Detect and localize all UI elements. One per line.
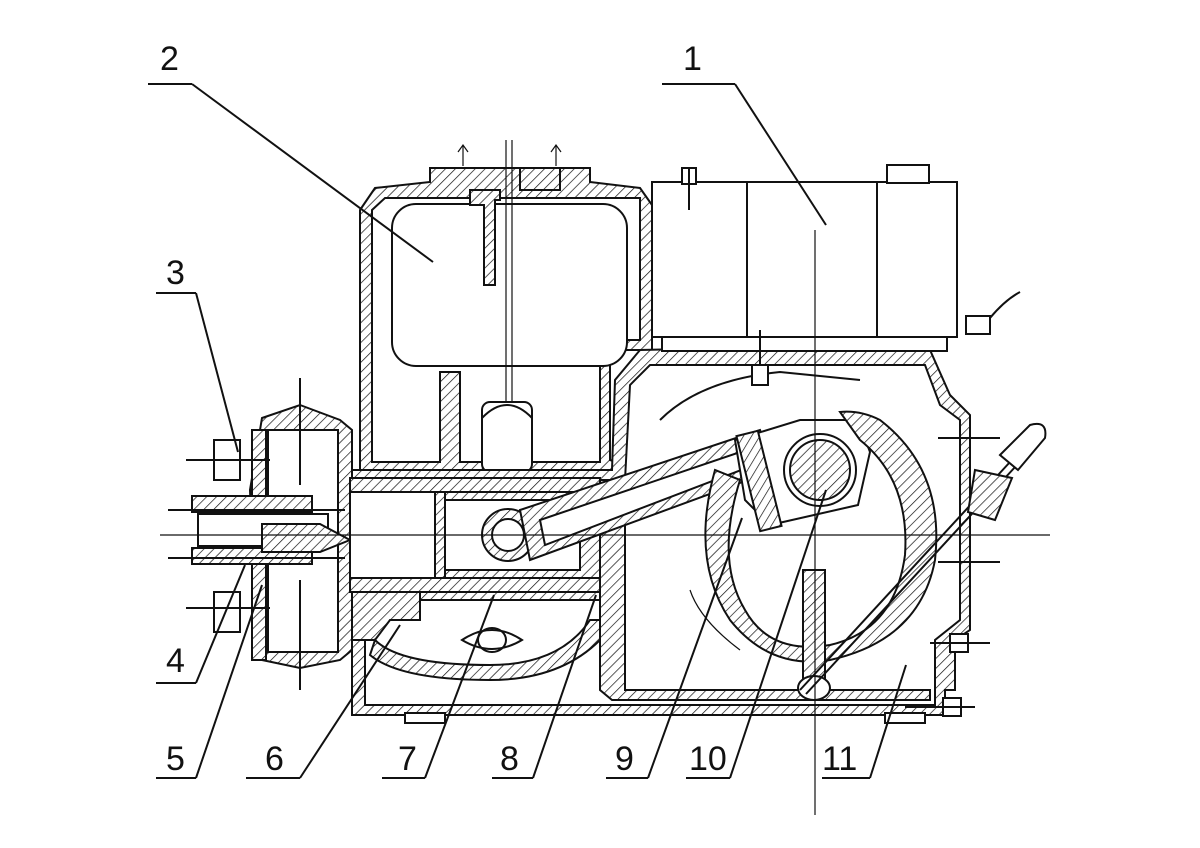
- leader-lines: [148, 83, 907, 779]
- callout-4: 4: [166, 642, 185, 680]
- callout-9: 9: [615, 740, 634, 778]
- callout-2: 2: [160, 40, 179, 78]
- callout-11: 11: [822, 740, 857, 778]
- callout-10: 10: [689, 740, 727, 778]
- callout-6: 6: [265, 740, 284, 778]
- callout-3: 3: [166, 254, 185, 292]
- receiver-chamber: [391, 203, 628, 367]
- receiver-housing: [359, 143, 653, 479]
- callout-1: 1: [683, 40, 702, 78]
- callout-5: 5: [166, 740, 185, 778]
- motor-housing: [651, 164, 1021, 386]
- cylinder-head: [168, 378, 353, 690]
- callout-labels: 1 2 3 4 5 6 7 8 9 10 11: [160, 40, 857, 778]
- oil-dipstick: [799, 422, 1047, 695]
- callout-7: 7: [398, 740, 417, 778]
- crankshaft-counterweight: [659, 370, 938, 701]
- callout-8: 8: [500, 740, 519, 778]
- side-bolts: [905, 437, 1000, 717]
